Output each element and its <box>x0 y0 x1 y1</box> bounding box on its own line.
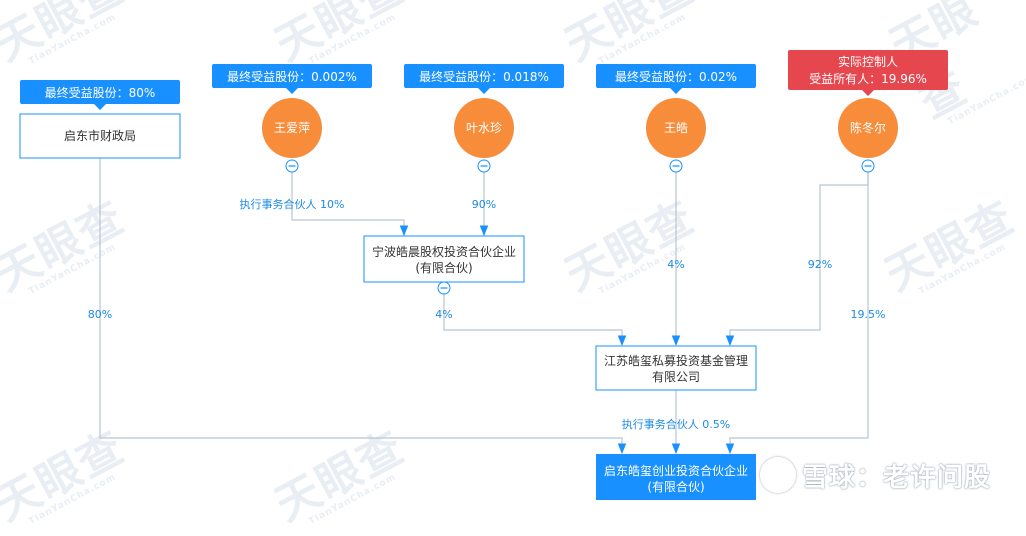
edge-wang-aiping-to-ningbo <box>291 166 409 237</box>
svg-text:叶水珍: 叶水珍 <box>466 121 502 135</box>
tag-ye-shuizhen: 最终受益股份：0.018% <box>404 64 564 94</box>
svg-text:启东皓玺创业投资合伙企业: 启东皓玺创业投资合伙企业 <box>604 463 748 478</box>
person-wang-hao[interactable]: 王皓 <box>646 98 706 158</box>
equity-diagram: 执行事务合伙人 10% 90% 4% 92% 80% 4% 19.5% 执行事务… <box>19 50 948 500</box>
svg-text:启东市财政局: 启东市财政局 <box>64 128 136 143</box>
svg-text:最终受益股份：0.002%: 最终受益股份：0.002% <box>227 69 357 84</box>
tag-wang-hao: 最终受益股份：0.02% <box>596 64 756 94</box>
svg-text:王爱萍: 王爱萍 <box>274 121 310 135</box>
edge-label: 90% <box>472 198 496 211</box>
svg-text:(有限合伙): (有限合伙) <box>415 260 472 275</box>
svg-text:(有限合伙): (有限合伙) <box>647 479 704 494</box>
edge-ningbo-to-jiangsu <box>443 294 627 347</box>
edge-chen-dong-to-jiangsu <box>725 166 869 347</box>
person-wang-aiping[interactable]: 王爱萍 <box>262 98 322 158</box>
collapse-toggle-icon[interactable] <box>285 159 299 173</box>
svg-text:王皓: 王皓 <box>664 121 688 135</box>
tag-caizheng: 最终受益股份：80% <box>20 80 180 110</box>
svg-text:最终受益股份：80%: 最终受益股份：80% <box>45 85 156 100</box>
svg-text:江苏皓玺私募投资基金管理: 江苏皓玺私募投资基金管理 <box>604 353 748 368</box>
edge-caizheng-to-target <box>99 158 627 455</box>
svg-text:有限公司: 有限公司 <box>652 370 700 384</box>
node-target-company[interactable]: 启东皓玺创业投资合伙企业 (有限合伙) <box>596 454 756 500</box>
edge-label: 4% <box>667 258 684 271</box>
edge-label: 92% <box>808 258 832 271</box>
collapse-toggle-icon[interactable] <box>669 159 683 173</box>
tag-wang-aiping: 最终受益股份：0.002% <box>212 64 372 94</box>
svg-text:实际控制人: 实际控制人 <box>838 54 898 69</box>
svg-text:宁波皓晨股权投资合伙企业: 宁波皓晨股权投资合伙企业 <box>372 244 516 259</box>
edge-label: 执行事务合伙人 0.5% <box>622 417 730 431</box>
collapse-toggle-icon[interactable] <box>861 159 875 173</box>
node-jiangsu-haoxi[interactable]: 江苏皓玺私募投资基金管理 有限公司 <box>595 345 757 391</box>
node-caizheng[interactable]: 启东市财政局 <box>19 113 181 159</box>
edge-label: 19.5% <box>851 308 886 321</box>
collapse-toggle-icon[interactable] <box>477 159 491 173</box>
svg-text:最终受益股份：0.02%: 最终受益股份：0.02% <box>615 69 737 84</box>
edge-label: 执行事务合伙人 10% <box>240 197 345 211</box>
person-ye-shuizhen[interactable]: 叶水珍 <box>454 98 514 158</box>
person-chen-dong[interactable]: 陈冬尔 <box>838 98 898 158</box>
svg-text:最终受益股份：0.018%: 最终受益股份：0.018% <box>419 69 549 84</box>
collapse-toggle-icon[interactable] <box>437 281 451 295</box>
edge-label: 4% <box>435 308 452 321</box>
edge-chen-dong-to-target <box>725 166 869 455</box>
edge-label: 80% <box>88 308 112 321</box>
xueqiu-watermark: 雪球：老许问股 <box>760 455 1010 495</box>
svg-text:陈冬尔: 陈冬尔 <box>850 120 886 135</box>
tag-actual-controller: 实际控制人 受益所有人：19.96% <box>788 50 948 96</box>
svg-text:受益所有人：19.96%: 受益所有人：19.96% <box>809 72 927 86</box>
snowball-logo-icon <box>760 457 796 493</box>
xueqiu-watermark-text: 雪球：老许问股 <box>802 462 992 493</box>
node-ningbo-haochen[interactable]: 宁波皓晨股权投资合伙企业 (有限合伙) <box>363 235 525 283</box>
